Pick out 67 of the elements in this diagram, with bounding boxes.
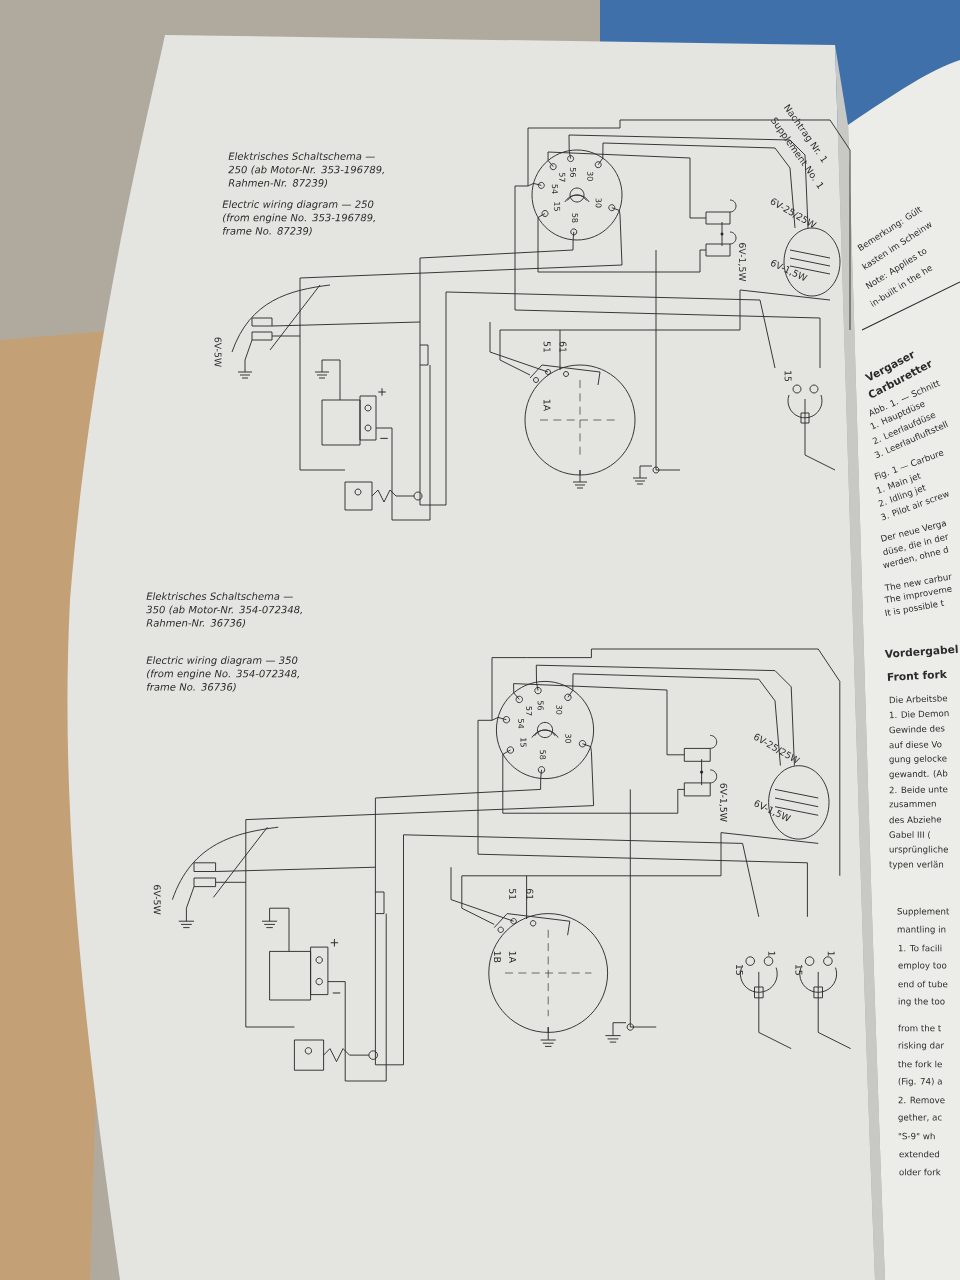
polarity-sign: + <box>330 939 339 947</box>
caption-text: Elektrisches Schaltschema — 250 (ab Motor-Nr. 353-196789, Rahmen-Nr. 87239) <box>228 152 384 188</box>
page-text: typen verlän <box>889 860 944 870</box>
page-text: 2. Remove <box>898 1096 945 1104</box>
page-text: gewandt. (Ab <box>889 769 948 780</box>
page-text: extended <box>899 1150 939 1158</box>
rating-label: 6V-5W <box>153 885 161 915</box>
page-text: (Fig. 74) a <box>898 1077 942 1087</box>
terminal-number: 58 <box>572 213 579 223</box>
page-text: the fork le <box>898 1060 942 1068</box>
terminal-number: 54 <box>518 719 524 729</box>
polarity-sign: − <box>380 437 388 439</box>
terminal-number: 57 <box>526 706 532 716</box>
page-text: gether, ac <box>898 1113 942 1123</box>
terminal-number: 30 <box>565 734 572 744</box>
caption-text: Electric wiring diagram — 250 (from engine No. 353-196789, frame No. 87239) <box>222 200 375 236</box>
rating-label: 6V-1,5W <box>719 783 728 822</box>
rating-label: 6V-5W <box>214 337 222 367</box>
page-text: auf diese Vo <box>889 741 942 749</box>
terminal-number: 15 <box>795 964 803 975</box>
terminal-number: 57 <box>559 172 566 182</box>
terminal-number: 1 <box>768 951 776 956</box>
caption-text: Electric wiring diagram — 350 (from engine No. 354-072348, frame No. 36736) <box>146 656 299 692</box>
page-text: from the t <box>898 1024 941 1032</box>
rating-label: 6V-1,5W <box>738 243 746 282</box>
polarity-sign: + <box>378 388 386 396</box>
terminal-number: 51 <box>543 341 551 353</box>
page-text: Gabel III ( <box>889 831 931 839</box>
caption-text: Elektrisches Schaltschema — 350 (ab Motor-Nr. 354-072348, Rahmen-Nr. 36736) <box>146 592 302 628</box>
page-text: des Abziehe <box>889 815 942 824</box>
page-text: "S-9" wh <box>898 1132 935 1140</box>
terminal-number: 30 <box>595 198 602 208</box>
terminal-number: 61 <box>526 888 534 900</box>
page-text: zusammen <box>889 801 936 808</box>
page-text: ursprüngliche <box>889 845 949 855</box>
terminal-number: 15 <box>554 202 561 211</box>
section-heading: Front fork <box>887 669 948 681</box>
polarity-sign: − <box>332 992 341 994</box>
terminal-number: 30 <box>587 171 594 181</box>
page-text: 1. To facili <box>898 944 942 952</box>
terminal-number: 1B <box>494 951 501 963</box>
terminal-number: 30 <box>556 705 563 715</box>
page-text: risking dar <box>898 1041 944 1051</box>
terminal-number: 15 <box>735 964 743 975</box>
page-text: gung gelocke <box>889 754 947 765</box>
terminal-number: 1A <box>543 399 551 412</box>
section-heading: Vordergabel <box>884 644 958 658</box>
page-text: mantling in <box>897 925 946 935</box>
terminal-number: 1 <box>827 951 835 956</box>
page-text: Supplement <box>897 907 950 917</box>
terminal-number: 1A <box>509 951 516 963</box>
terminal-number: 61 <box>559 341 567 353</box>
terminal-number: 51 <box>509 889 517 900</box>
terminal-number: 58 <box>539 750 546 760</box>
page-text: Gewinde des <box>889 725 945 734</box>
terminal-number: 15 <box>520 738 527 747</box>
page-text: 2. Beide unte <box>889 786 948 794</box>
terminal-number: 54 <box>551 184 558 194</box>
terminal-number: 15 <box>784 371 792 382</box>
page-text: 1. Die Demon <box>889 710 949 719</box>
page-text: end of tube <box>898 980 948 988</box>
page-text: employ too <box>898 961 947 971</box>
page-text: Die Arbeitsbe <box>889 694 948 704</box>
page-text: older fork <box>899 1168 941 1176</box>
terminal-number: 56 <box>570 167 577 177</box>
terminal-number: 56 <box>537 701 544 711</box>
page-text: ing the too <box>898 997 945 1007</box>
